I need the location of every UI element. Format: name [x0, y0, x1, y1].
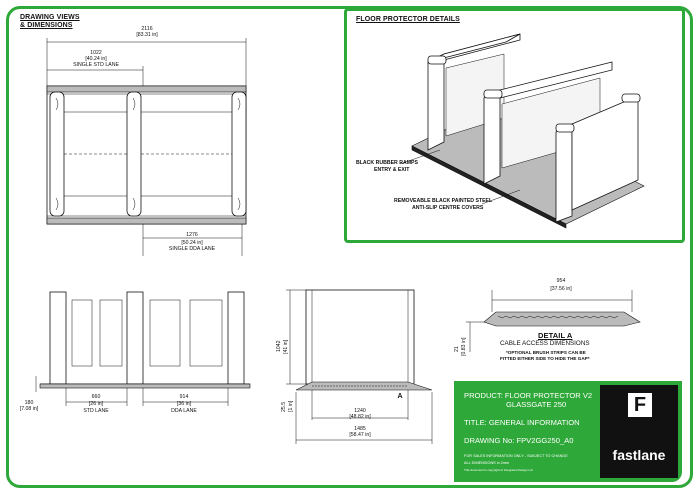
dim-660-mm: 660: [91, 394, 101, 400]
dim-180-in: [7.08 in]: [19, 406, 39, 412]
dim-660-in: [26 in]: [88, 401, 104, 407]
tb-product-line-2: GLASSGATE 250: [506, 400, 567, 409]
logo-wordmark: fastlane: [612, 447, 666, 463]
fastlane-logo: F fastlane: [600, 385, 678, 478]
note-anti-slip: ANTI-SLIP CENTRE COVERS: [412, 205, 484, 211]
dim-21-in: [0.83 in]: [461, 337, 467, 356]
heading-drawing-views: DRAWING VIEWS: [20, 14, 80, 21]
dim-914-mm: 914: [179, 394, 189, 400]
tb-title: TITLE: GENERAL INFORMATION: [464, 418, 580, 427]
dim-std-mm: 1022: [90, 50, 102, 56]
heading-dimensions: & DIMENSIONS: [20, 22, 73, 29]
dim-1240-mm: 1240: [354, 408, 366, 414]
tb-fine-1: FOR SALES INFORMATION ONLY - SUBJECT TO …: [464, 454, 568, 458]
heading-floor-protector: FLOOR PROTECTOR DETAILS: [356, 16, 460, 23]
dim-overall-in: [83.31 in]: [136, 32, 158, 38]
dim-dda-in: [50.24 in]: [181, 240, 203, 246]
detail-a-title: DETAIL A: [538, 331, 573, 340]
logo-letter: F: [628, 393, 652, 417]
detail-a-marker: A: [397, 393, 403, 400]
dim-954-in: [37.56 in]: [550, 286, 572, 292]
dim-dda-mm: 1276: [186, 232, 198, 238]
note-steel-covers: REMOVEABLE BLACK PAINTED STEEL: [394, 198, 493, 204]
tb-fine-3: This document is copyright of Integrated…: [464, 468, 533, 472]
dim-overall-mm: 2116: [141, 26, 153, 32]
dim-954-mm: 954: [556, 278, 566, 284]
dim-dda-lane: DDA LANE: [171, 408, 197, 414]
dim-914-in: [36 in]: [176, 401, 192, 407]
dim-std-in: [40.24 in]: [85, 56, 107, 62]
dim-std-label: SINGLE STD LANE: [73, 62, 119, 68]
dim-1485-mm: 1485: [354, 426, 366, 432]
dim-21-mm: 21: [454, 346, 460, 352]
note-entry-exit: ENTRY & EXIT: [374, 167, 410, 173]
tb-fine-2: ALL DIMENSIONS in 2mm: [464, 461, 510, 465]
detail-a-note-2: FITTED EITHER SIDE TO HIDE THE GAP*: [500, 356, 590, 361]
tb-product-line-1: PRODUCT: FLOOR PROTECTOR V2: [464, 391, 593, 400]
dim-180-mm: 180: [24, 400, 34, 406]
detail-a-subtitle: CABLE ACCESS DIMENSIONS: [500, 340, 590, 347]
dim-1485-in: [58.47 in]: [349, 432, 371, 438]
note-rubber-ramps: BLACK RUBBER RAMPS: [356, 160, 418, 166]
dim-std-lane: STD LANE: [83, 408, 109, 414]
dim-dda-label: SINGLE DDA LANE: [168, 246, 216, 252]
title-block: PRODUCT: FLOOR PROTECTOR V2 GLASSGATE 25…: [454, 381, 682, 482]
detail-a-note-1: *OPTIONAL BRUSH STRIPS CAN BE: [506, 350, 586, 355]
tb-drawing-no: DRAWING No: FPV2GG250_A0: [464, 436, 574, 445]
dim-1240-in: [48.82 in]: [349, 414, 371, 420]
